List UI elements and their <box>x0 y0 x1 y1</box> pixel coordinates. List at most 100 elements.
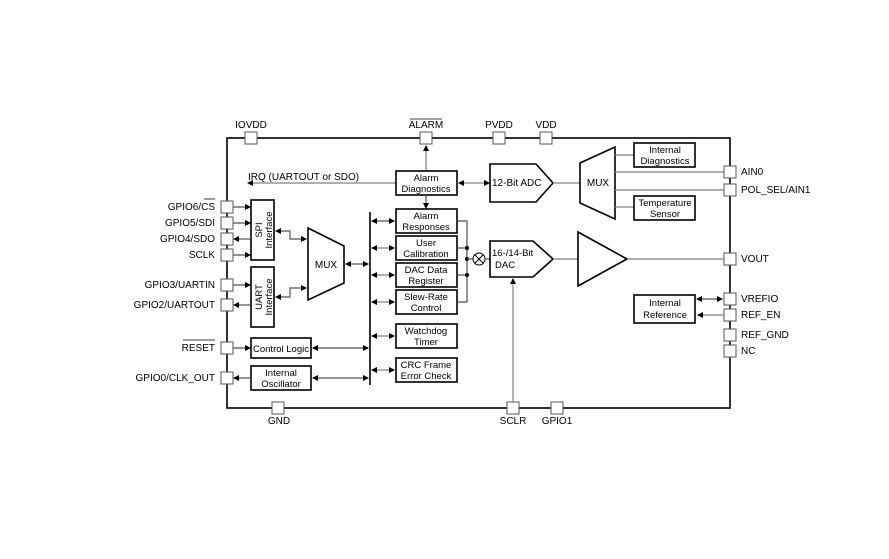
alarm-responses-block: Alarm Responses <box>395 208 458 234</box>
svg-text:Timer: Timer <box>414 337 438 348</box>
pin-reset-label: RESET <box>182 343 215 354</box>
chip-outline <box>226 137 731 409</box>
svg-text:Diagnostics: Diagnostics <box>401 184 450 195</box>
watchdog-timer-block: Watchdog Timer <box>395 323 458 349</box>
pin-gpio3-label: GPIO3/UARTIN <box>145 280 215 291</box>
pin-gpio5: GPIO5/SDI <box>165 216 234 230</box>
adc-label: 12-Bit ADC <box>492 178 541 189</box>
pin-alarm: ALARM <box>409 118 443 145</box>
register-junction-line <box>457 220 468 303</box>
pin-gnd-label: GND <box>268 416 290 427</box>
internal-diagnostics-block: Internal Diagnostics <box>633 142 696 168</box>
pin-ref-en: REF_EN <box>723 308 780 322</box>
user-calibration-block: User Calibration <box>395 235 458 261</box>
pin-nc-label: NC <box>741 346 755 357</box>
mux-left-label: MUX <box>315 260 338 271</box>
pin-vdd-label: VDD <box>535 120 556 131</box>
uart-interface-block: UART Interface <box>250 266 275 328</box>
svg-text:Diagnostics: Diagnostics <box>640 156 689 167</box>
mux-right-label: MUX <box>587 178 610 189</box>
dac-label-1: 16-/14-Bit <box>492 248 534 259</box>
svg-text:DAC Data: DAC Data <box>405 265 448 276</box>
temperature-sensor-block: Temperature Sensor <box>633 195 696 221</box>
crc-frame-error-check-block: CRC Frame Error Check <box>395 357 458 383</box>
adc-block <box>489 163 555 203</box>
svg-text:Oscillator: Oscillator <box>261 379 301 390</box>
dac-block <box>489 240 555 278</box>
irq-label: IRQ (UARTOUT or SDO) <box>248 172 359 183</box>
pin-ain1-label: POL_SEL/AIN1 <box>741 185 811 196</box>
pin-pvdd: PVDD <box>485 120 513 145</box>
mux-right <box>579 145 616 221</box>
pin-pvdd-label: PVDD <box>485 120 513 131</box>
pin-sclr-label: SCLR <box>500 416 527 427</box>
pin-sclr: SCLR <box>500 401 527 427</box>
pin-ain0-label: AIN0 <box>741 167 764 178</box>
pin-gpio6: GPIO6/CS <box>168 198 234 214</box>
svg-text:Alarm: Alarm <box>414 173 439 184</box>
multiplier-icon <box>472 252 486 266</box>
alarm-diagnostics-block: Alarm Diagnostics <box>395 170 458 196</box>
svg-text:Interface: Interface <box>264 279 275 316</box>
svg-text:Control: Control <box>411 303 442 314</box>
pin-vrefio-label: VREFIO <box>741 294 778 305</box>
pin-nc: NC <box>723 344 755 358</box>
dac-label-2: DAC <box>495 260 515 271</box>
pin-gpio1: GPIO1 <box>542 401 573 427</box>
svg-text:User: User <box>416 238 436 249</box>
svg-text:SPI: SPI <box>254 222 265 237</box>
svg-text:Control Logic: Control Logic <box>253 344 309 355</box>
svg-text:Calibration: Calibration <box>403 249 448 260</box>
pin-vout-label: VOUT <box>741 254 769 265</box>
pin-reset: RESET <box>182 339 234 355</box>
pin-gpio6-label: GPIO6/CS <box>168 202 216 213</box>
pin-gpio2: GPIO2/UARTOUT <box>134 298 234 312</box>
pin-vrefio: VREFIO <box>723 292 778 306</box>
internal-reference-block: Internal Reference <box>633 294 696 324</box>
svg-text:Internal: Internal <box>649 298 681 309</box>
internal-oscillator-block: Internal Oscillator <box>250 365 312 391</box>
svg-text:Alarm: Alarm <box>414 211 439 222</box>
pin-ref-gnd-label: REF_GND <box>741 330 789 341</box>
pin-iovdd-label: IOVDD <box>235 120 267 131</box>
slew-rate-control-block: Slew-Rate Control <box>395 289 458 315</box>
pin-gpio5-label: GPIO5/SDI <box>165 218 215 229</box>
pin-gpio2-label: GPIO2/UARTOUT <box>134 300 215 311</box>
dac-data-register-block: DAC Data Register <box>395 262 458 288</box>
spi-mux-link <box>275 228 307 242</box>
pin-gnd: GND <box>268 401 290 427</box>
pin-gpio1-label: GPIO1 <box>542 416 573 427</box>
mux-left <box>307 226 345 302</box>
pin-ain1: POL_SEL/AIN1 <box>723 183 811 197</box>
svg-text:Error Check: Error Check <box>401 371 452 382</box>
svg-text:Internal: Internal <box>265 368 297 379</box>
svg-text:Temperature: Temperature <box>638 198 691 209</box>
svg-text:Reference: Reference <box>643 310 687 321</box>
svg-text:Sensor: Sensor <box>650 209 680 220</box>
pin-ain0: AIN0 <box>723 165 764 179</box>
pin-gpio4: GPIO4/SDO <box>160 232 234 246</box>
pin-gpio4-label: GPIO4/SDO <box>160 234 215 245</box>
pin-sclk-label: SCLK <box>189 250 215 261</box>
pin-gpio0: GPIO0/CLK_OUT <box>136 371 234 385</box>
pin-vout: VOUT <box>723 252 769 266</box>
svg-text:CRC Frame: CRC Frame <box>401 360 452 371</box>
spi-interface-block: SPI Interface <box>250 199 275 261</box>
pin-ref-en-label: REF_EN <box>741 310 780 321</box>
svg-text:Slew-Rate: Slew-Rate <box>404 292 448 303</box>
svg-text:Interface: Interface <box>264 212 275 249</box>
pin-sclk: SCLK <box>189 248 234 262</box>
control-logic-block: Control Logic <box>250 337 312 359</box>
pin-ref-gnd: REF_GND <box>723 328 789 342</box>
pin-vdd: VDD <box>535 120 557 145</box>
svg-text:Register: Register <box>408 276 443 287</box>
pin-gpio3: GPIO3/UARTIN <box>145 278 234 292</box>
svg-text:Responses: Responses <box>402 222 450 233</box>
svg-text:Watchdog: Watchdog <box>405 326 447 337</box>
pin-alarm-label: ALARM <box>409 120 443 131</box>
pin-iovdd: IOVDD <box>235 120 267 145</box>
uart-mux-link <box>275 285 307 300</box>
svg-text:UART: UART <box>254 284 265 310</box>
svg-text:Internal: Internal <box>649 145 681 156</box>
